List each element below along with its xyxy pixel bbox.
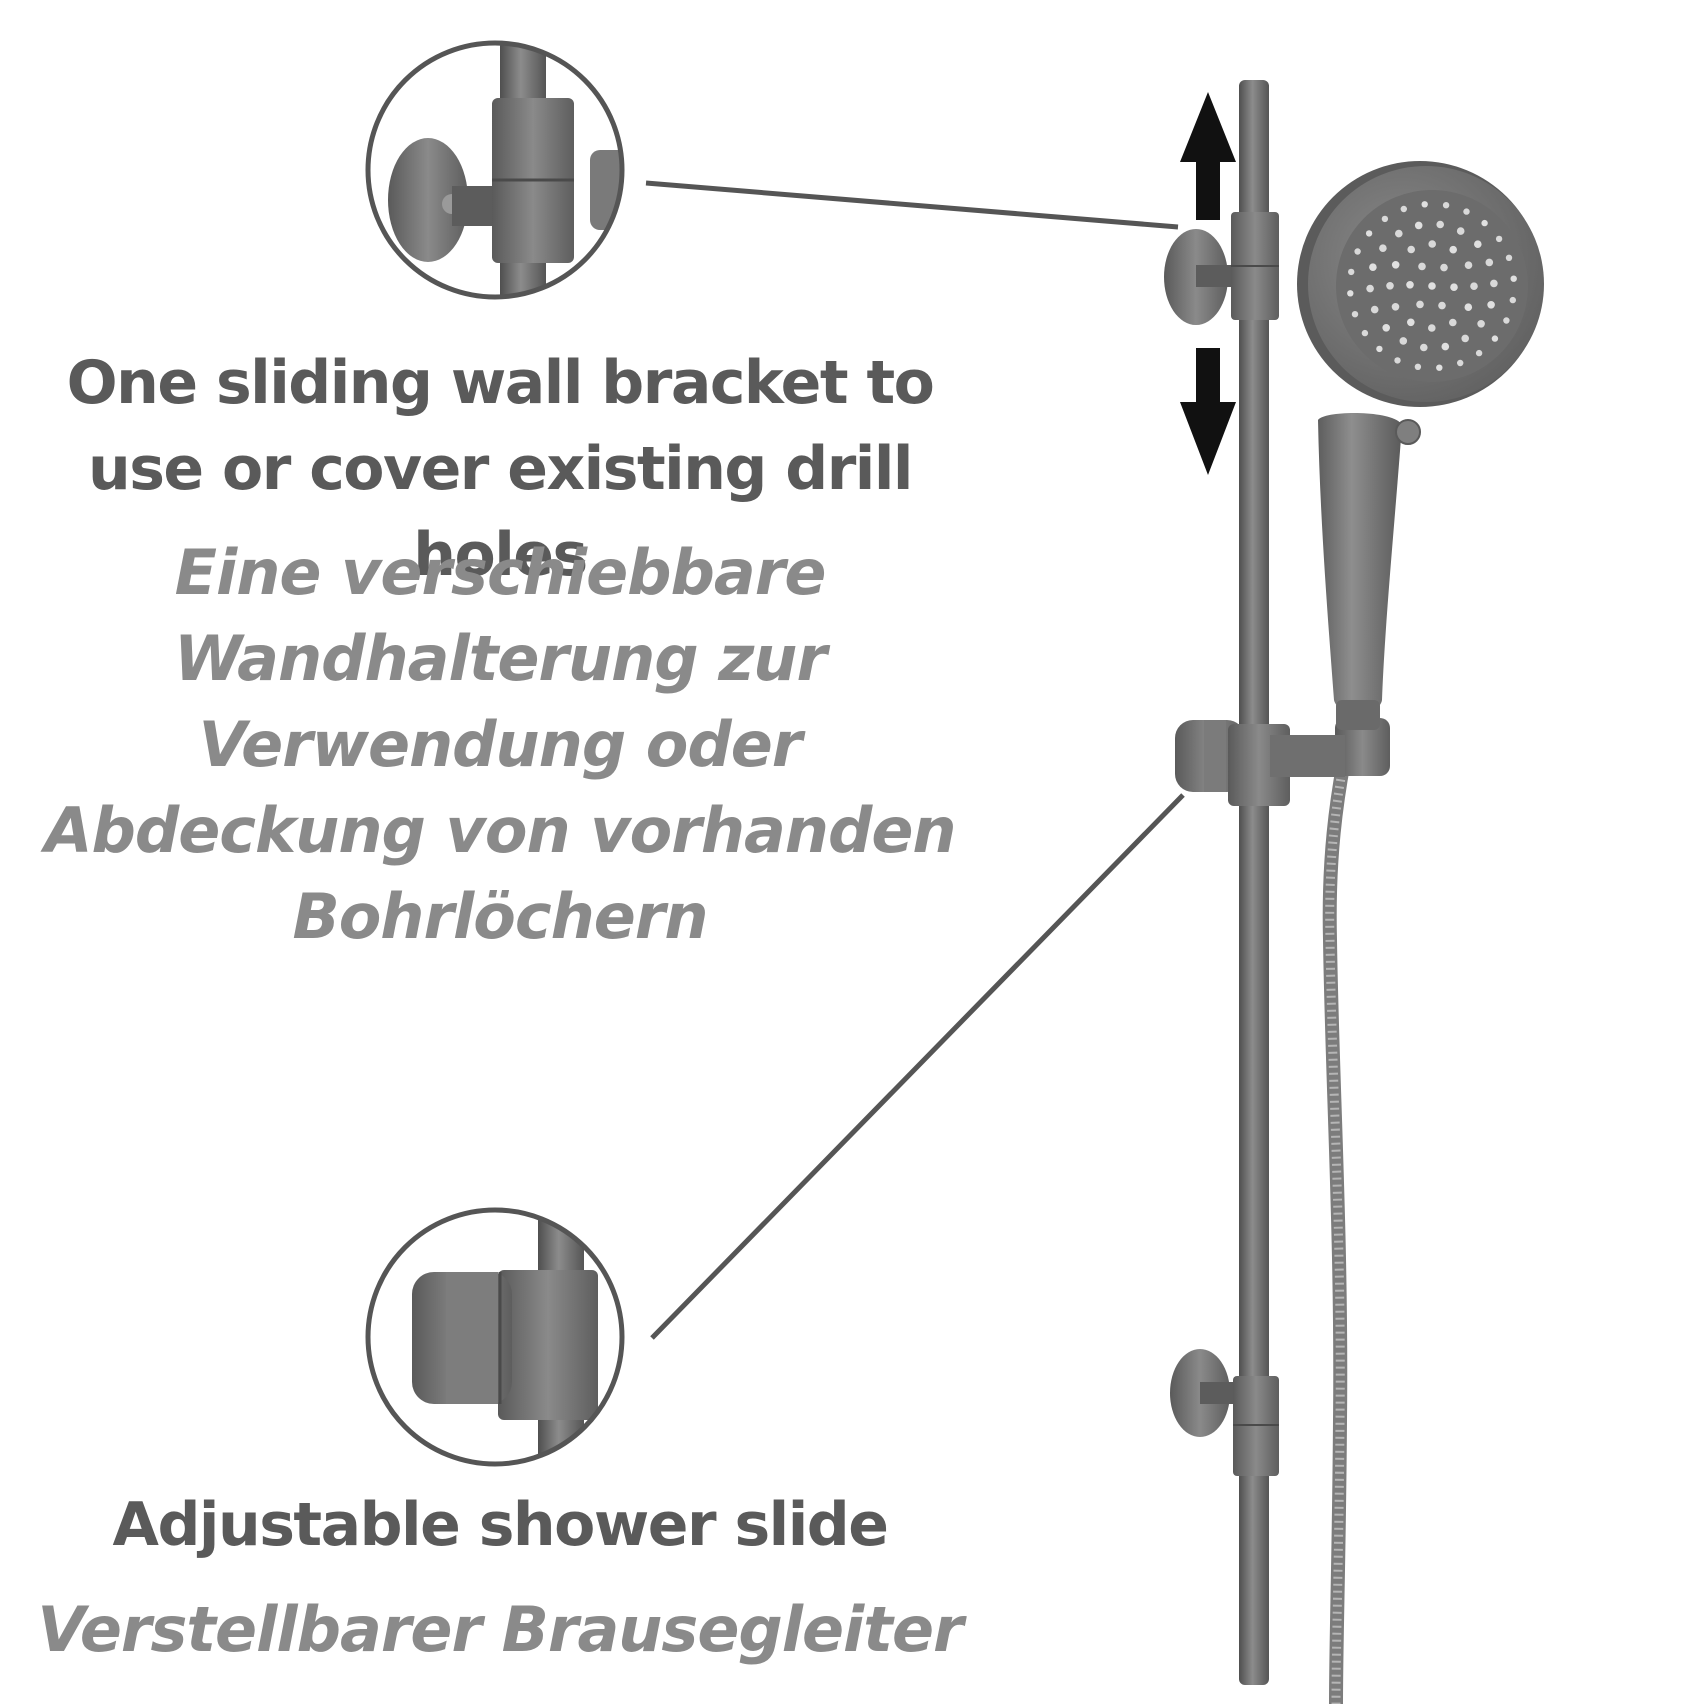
nozzle-dot (1440, 263, 1448, 272)
slide-callout-subtitle: Verstellbarer Brausegleiter (37, 1593, 963, 1666)
slide-detail-magnifier (365, 1207, 625, 1467)
nozzle-dot (1485, 258, 1494, 267)
nozzle-dot (1505, 254, 1513, 261)
nozzle-dot (1436, 220, 1444, 229)
nozzle-dot (1464, 303, 1473, 312)
nozzle-dot (1436, 364, 1443, 371)
nozzle-dot (1475, 349, 1483, 357)
nozzle-dot (1351, 311, 1359, 318)
nozzle-dot (1391, 303, 1400, 311)
nozzle-dot (1395, 229, 1403, 238)
nozzle-dot (1370, 305, 1379, 314)
nozzle-dot (1461, 334, 1469, 343)
nozzle-dot (1428, 240, 1436, 248)
nozzle-dot (1381, 215, 1389, 223)
nozzle-dot (1365, 230, 1373, 237)
nozzle-dot (1477, 320, 1485, 328)
leader-line-bracket (645, 180, 1179, 230)
nozzle-dot (1347, 290, 1354, 297)
nozzle-dot (1464, 261, 1473, 270)
nozzle-dot (1457, 359, 1464, 367)
nozzle-dot (1407, 318, 1415, 327)
nozzle-dot (1354, 248, 1361, 255)
nozzle-dot (1394, 357, 1401, 364)
hand-shower (1297, 161, 1544, 730)
nozzle-dot (1487, 301, 1495, 309)
slide-callout-title: Adjustable shower slide (112, 1490, 889, 1560)
shower-head-nozzles (1347, 201, 1517, 371)
nozzle-dot (1400, 205, 1408, 213)
nozzle-dot (1510, 275, 1517, 282)
bottom-wall-bracket (1170, 1349, 1279, 1476)
nozzle-dot (1428, 324, 1436, 332)
nozzle-dot (1503, 317, 1510, 324)
nozzle-dot (1441, 342, 1450, 351)
nozzle-dot (1418, 262, 1426, 271)
nozzle-dot (1361, 329, 1369, 337)
nozzle-dot (1449, 318, 1457, 327)
nozzle-dot (1463, 208, 1470, 215)
shower-hose (1322, 743, 1354, 1704)
nozzle-dot (1428, 282, 1436, 290)
nozzle-dot (1495, 235, 1503, 243)
nozzle-dot (1481, 219, 1488, 227)
nozzle-dot (1490, 279, 1498, 288)
nozzle-dot (1416, 300, 1424, 309)
bracket-callout-subtitle: Eine verschiebbare Wandhalterung zur Ver… (44, 536, 956, 953)
nozzle-dot (1391, 261, 1400, 269)
nozzle-dot (1450, 283, 1458, 292)
top-wall-bracket (1164, 212, 1279, 325)
shower-slide-holder (1175, 718, 1390, 806)
bracket-detail-magnifier (365, 40, 625, 300)
nozzle-dot (1406, 281, 1414, 289)
nozzle-dot (1414, 363, 1422, 370)
nozzle-dot (1348, 268, 1355, 276)
nozzle-dot (1470, 282, 1478, 291)
nozzle-dot (1407, 245, 1415, 254)
nozzle-dot (1366, 284, 1374, 293)
nozzle-dot (1509, 296, 1517, 304)
nozzle-dot (1449, 245, 1457, 254)
nozzle-dot (1414, 221, 1423, 230)
nozzle-dot (1379, 244, 1387, 252)
nozzle-dot (1399, 337, 1408, 345)
bracket-callout-title: One sliding wall bracket to use or cover… (66, 348, 935, 590)
nozzle-dot (1420, 343, 1428, 352)
nozzle-dot (1456, 227, 1465, 235)
nozzle-dot (1442, 202, 1450, 209)
slide-rail (1239, 80, 1269, 1685)
nozzle-dot (1438, 301, 1446, 310)
nozzle-dot (1474, 240, 1482, 248)
nozzle-dot (1421, 201, 1428, 208)
nozzle-dot (1491, 335, 1499, 342)
leader-line-slide (650, 793, 1185, 1340)
nozzle-dot (1386, 282, 1394, 290)
up-down-arrows-icon (1180, 92, 1236, 475)
nozzle-dot (1382, 324, 1390, 332)
nozzle-dot (1376, 345, 1383, 353)
nozzle-dot (1369, 263, 1377, 272)
